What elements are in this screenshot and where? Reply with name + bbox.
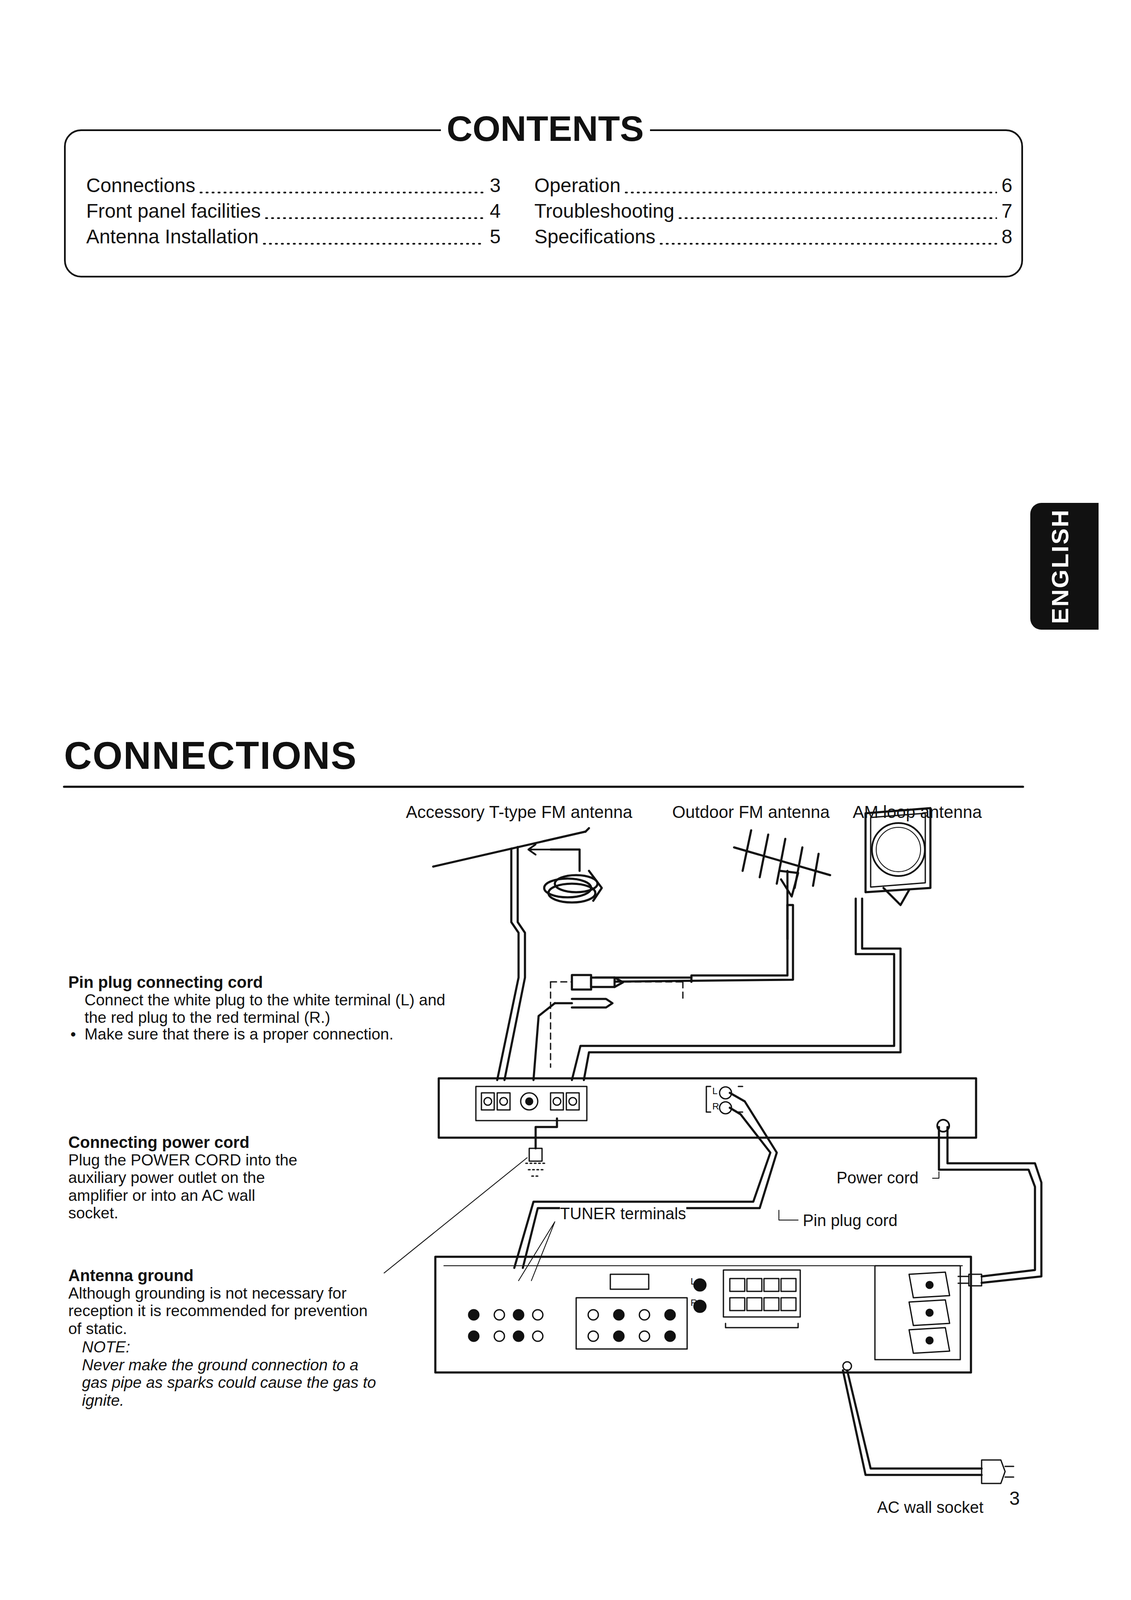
instruction-text: Although grounding is not necessary for …: [68, 1284, 385, 1338]
instruction-text: Make sure that there is a proper connect…: [84, 1025, 469, 1043]
language-label: ENGLISH: [1046, 508, 1075, 624]
contents-entry: Troubleshooting: [534, 199, 675, 223]
bullet: •: [70, 1025, 76, 1043]
dot-leader: [679, 217, 997, 219]
page-number: 4: [489, 199, 501, 223]
part-label: TUNER terminals: [559, 1204, 687, 1223]
antenna-label: AM loop antenna: [852, 802, 982, 822]
dot-leader: [660, 242, 997, 245]
dot-leader: [263, 242, 485, 245]
language-tab: ENGLISH: [1030, 502, 1099, 630]
page-number: 6: [1001, 173, 1013, 197]
antenna-label: Accessory T-type FM antenna: [405, 802, 633, 822]
page-number: 3: [1009, 1487, 1020, 1509]
part-label: Pin plug cord: [802, 1211, 898, 1230]
page-number: 3: [489, 173, 501, 197]
page-number: 7: [1001, 199, 1013, 223]
dot-leader: [625, 191, 997, 194]
section-heading: Connecting power cord: [68, 1133, 250, 1152]
section-heading: CONNECTIONS: [64, 734, 358, 778]
antenna-label: Outdoor FM antenna: [672, 802, 830, 822]
page-number: 5: [489, 224, 501, 248]
contents-entry: Antenna Installation: [86, 224, 259, 248]
note-heading: NOTE:: [81, 1337, 131, 1356]
terminal-label: R: [712, 1101, 720, 1112]
contents-heading: CONTENTS: [440, 107, 651, 150]
dot-leader: [265, 217, 485, 219]
note-text: Never make the ground connection to a ga…: [81, 1355, 381, 1409]
terminal-label: L: [690, 1276, 696, 1287]
instruction-text: Plug the POWER CORD into the auxiliary p…: [68, 1151, 301, 1222]
contents-entry: Specifications: [534, 224, 656, 248]
instruction-text: Connect the white plug to the white term…: [84, 991, 469, 1027]
section-heading: Antenna ground: [68, 1266, 194, 1285]
contents-entry: Operation: [534, 173, 621, 197]
terminal-label: L: [712, 1085, 718, 1097]
contents-box: CONTENTSConnections3Front panel faciliti…: [64, 129, 1024, 278]
terminal-label: R: [690, 1297, 698, 1309]
contents-entry: Connections: [86, 173, 196, 197]
part-label: AC wall socket: [877, 1498, 984, 1517]
contents-entry: Front panel facilities: [86, 199, 261, 223]
dot-leader: [200, 191, 485, 194]
section-heading: Pin plug connecting cord: [68, 973, 263, 992]
page-number: 8: [1001, 224, 1013, 248]
part-label: Power cord: [836, 1168, 919, 1187]
